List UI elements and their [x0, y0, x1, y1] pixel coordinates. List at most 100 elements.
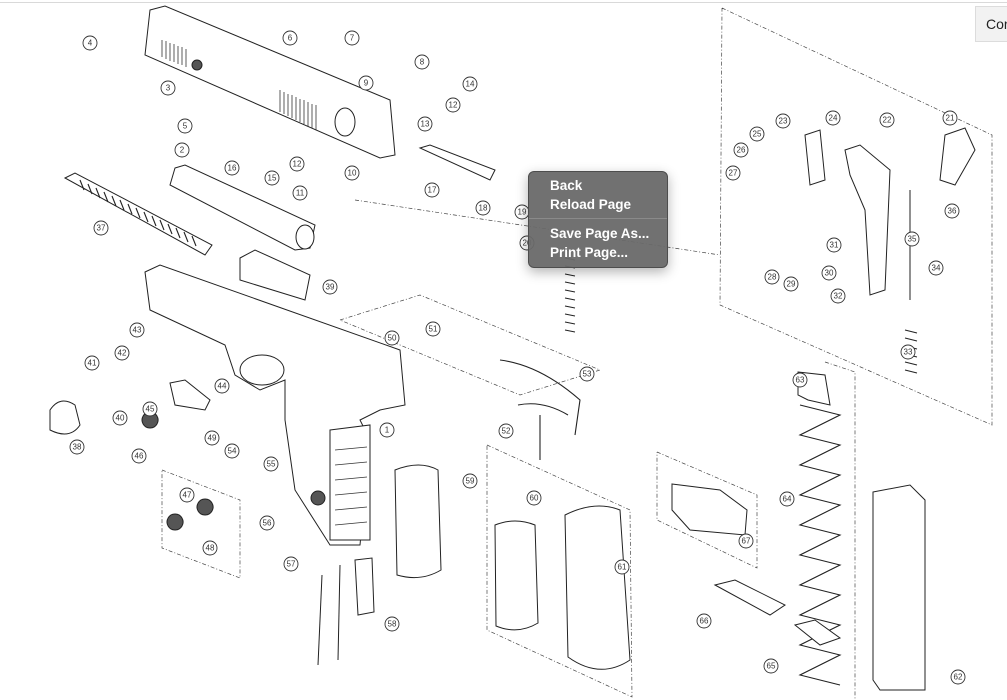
buttplate-panel — [656, 451, 758, 569]
sear-part — [804, 129, 826, 186]
callout-circle — [69, 439, 85, 455]
callout-circle — [775, 113, 791, 129]
frame-part — [144, 264, 406, 546]
grip-panel-59-part — [394, 464, 442, 579]
callout-circle — [224, 443, 240, 459]
callout-number: 19 — [518, 208, 527, 217]
callout-53: 53 — [579, 366, 595, 382]
callout-34: 34 — [928, 260, 944, 276]
callout-circle — [526, 490, 542, 506]
callout-14: 14 — [462, 76, 478, 92]
callout-39: 39 — [322, 279, 338, 295]
callout-number: 49 — [208, 434, 217, 443]
callout-circle — [414, 54, 430, 70]
callout-number: 26 — [737, 146, 746, 155]
callout-4: 4 — [82, 35, 98, 51]
callout-circle — [344, 30, 360, 46]
callout-circle — [826, 237, 842, 253]
callout-number: 29 — [787, 280, 796, 289]
callout-62: 62 — [950, 669, 966, 685]
context-menu-reload-page[interactable]: Reload Page — [550, 197, 632, 212]
callout-circle — [425, 321, 441, 337]
callout-number: 48 — [206, 544, 215, 553]
callout-number: 30 — [825, 269, 834, 278]
callout-circle — [292, 185, 308, 201]
callout-55: 55 — [263, 456, 279, 472]
callout-circle — [733, 142, 749, 158]
callout-number: 64 — [783, 495, 792, 504]
callout-number: 34 — [932, 264, 941, 273]
callout-circle — [289, 156, 305, 172]
callout-56: 56 — [259, 515, 275, 531]
callout-circle — [904, 231, 920, 247]
callout-circle — [259, 515, 275, 531]
pin-57-part — [317, 574, 323, 666]
callout-circle — [282, 30, 298, 46]
callout-51: 51 — [425, 321, 441, 337]
callout-52: 52 — [498, 423, 514, 439]
callout-number: 58 — [388, 620, 397, 629]
callout-number: 53 — [583, 370, 592, 379]
mag-extension-part — [671, 483, 748, 536]
callout-number: 22 — [883, 116, 892, 125]
mag-catch-panel — [161, 469, 241, 579]
callout-circle — [179, 487, 195, 503]
callout-11: 11 — [292, 185, 308, 201]
grip-panel-box — [486, 444, 633, 698]
callout-64: 64 — [779, 491, 795, 507]
callout-number: 2 — [180, 146, 185, 155]
callout-circle — [779, 491, 795, 507]
callout-number: 6 — [288, 34, 293, 43]
callout-30: 30 — [821, 265, 837, 281]
callout-circle — [950, 669, 966, 685]
callout-circle — [928, 260, 944, 276]
callout-36: 36 — [944, 203, 960, 219]
callout-circle — [384, 330, 400, 346]
callout-circle — [131, 448, 147, 464]
callout-27: 27 — [725, 165, 741, 181]
callout-54: 54 — [224, 443, 240, 459]
safety-button-47-part — [196, 498, 214, 516]
callout-35: 35 — [904, 231, 920, 247]
callout-number: 60 — [530, 494, 539, 503]
callout-number: 33 — [904, 348, 913, 357]
context-menu: Back Reload Page Save Page As... Print P… — [528, 171, 668, 268]
context-menu-back[interactable]: Back — [550, 178, 583, 193]
callout-32: 32 — [830, 288, 846, 304]
slide-part — [144, 5, 396, 159]
corner-button[interactable]: Cor — [975, 6, 1007, 42]
callout-47: 47 — [179, 487, 195, 503]
callout-number: 25 — [753, 130, 762, 139]
callout-48: 48 — [202, 540, 218, 556]
callout-67: 67 — [738, 533, 754, 549]
callout-number: 41 — [88, 359, 97, 368]
callout-circle — [475, 200, 491, 216]
callout-number: 3 — [166, 84, 171, 93]
callout-17: 17 — [424, 182, 440, 198]
callout-number: 12 — [293, 160, 302, 169]
callout-19: 19 — [514, 204, 530, 220]
callout-40: 40 — [112, 410, 128, 426]
callout-60: 60 — [526, 490, 542, 506]
callout-43: 43 — [129, 322, 145, 338]
callout-number: 44 — [218, 382, 227, 391]
barrel-part — [169, 164, 316, 251]
callout-number: 59 — [466, 477, 475, 486]
callout-10: 10 — [344, 165, 360, 181]
callout-circle — [696, 613, 712, 629]
context-menu-save-page-as[interactable]: Save Page As... — [550, 226, 650, 241]
callout-number: 14 — [466, 80, 475, 89]
grip-panel-60-part — [494, 520, 539, 631]
callout-25: 25 — [749, 126, 765, 142]
context-menu-print-page[interactable]: Print Page... — [550, 245, 629, 260]
callout-number: 50 — [388, 334, 397, 343]
callout-circle — [322, 279, 338, 295]
callout-circle — [379, 422, 395, 438]
takedown-lever-part — [49, 400, 81, 435]
context-menu-separator — [529, 218, 667, 219]
callout-number: 66 — [700, 617, 709, 626]
callout-61: 61 — [614, 559, 630, 575]
callout-12: 12 — [289, 156, 305, 172]
callout-circle — [944, 203, 960, 219]
